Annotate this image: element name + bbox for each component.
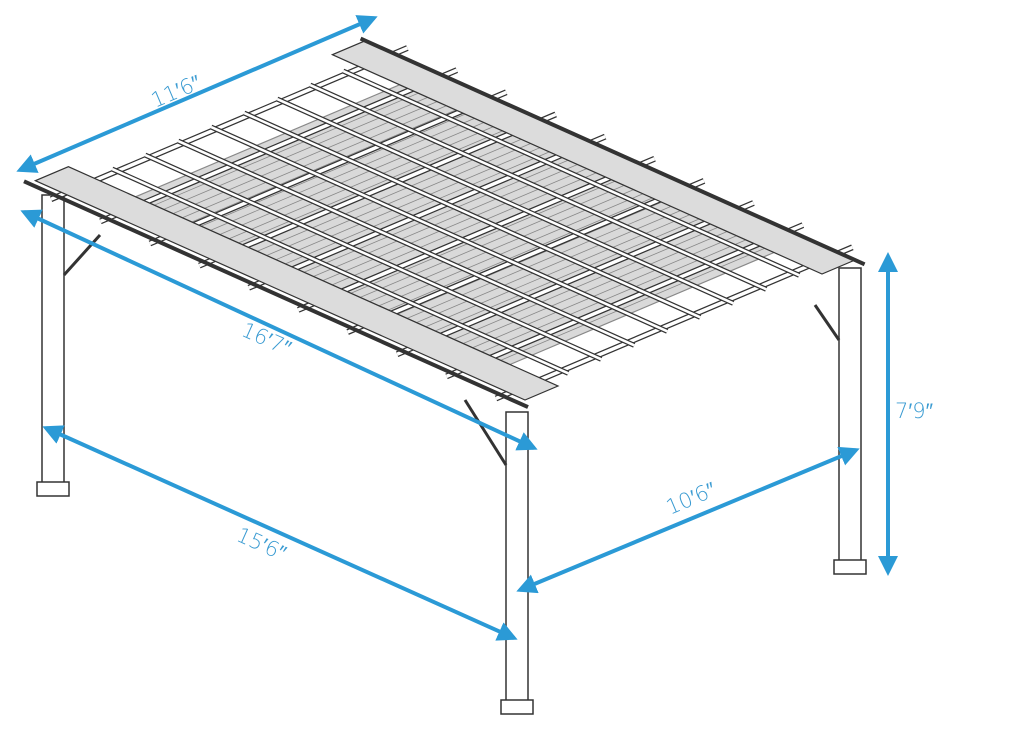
post-base-front-right [500, 699, 534, 715]
post-front-right [505, 411, 529, 705]
label-height: 7′9″ [895, 399, 934, 423]
purlin-face [309, 83, 767, 291]
post-base-front-left [36, 481, 70, 497]
back-beam [359, 36, 866, 267]
post-front-left [41, 194, 65, 486]
arrow-roof-depth [16, 15, 378, 173]
label-post-depth: 10′6″ [663, 477, 720, 519]
arrow-roof-length [20, 209, 538, 451]
brace [813, 304, 841, 341]
post-base-back-right [833, 559, 867, 575]
arrow-post-depth [516, 446, 860, 594]
arrow-post-length [42, 425, 518, 641]
label-post-length: 15′6″ [233, 523, 290, 566]
purlin-face [342, 69, 800, 277]
post-back-right [838, 267, 862, 565]
label-roof-depth: 11′6″ [148, 70, 205, 112]
